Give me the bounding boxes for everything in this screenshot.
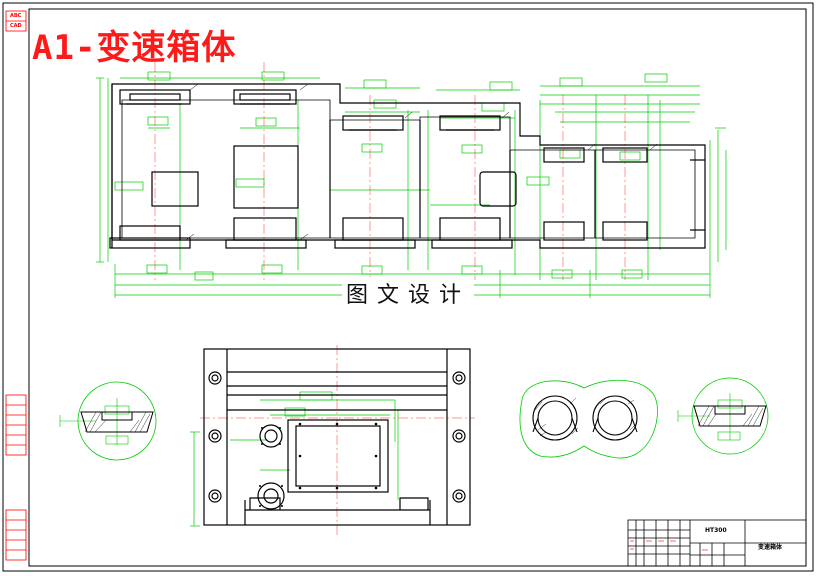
double-bore-section [519, 379, 658, 459]
title-block [627, 519, 807, 567]
left-margin-marks [5, 10, 27, 561]
material-label: HT300 [705, 527, 727, 534]
inner-border [28, 8, 807, 567]
part-name-label: 变速箱体 [758, 544, 783, 551]
top-section-view [96, 62, 727, 298]
drawing-title: A1-变速箱体 [32, 28, 237, 68]
left-circular-detail [59, 381, 157, 461]
watermark-text: 图文设计 [342, 277, 475, 309]
side-label-b: CAD [10, 23, 22, 29]
right-circular-detail [677, 377, 769, 455]
title-block-marks [630, 540, 708, 551]
front-view [190, 345, 475, 535]
side-label-a: ABC [10, 13, 22, 19]
